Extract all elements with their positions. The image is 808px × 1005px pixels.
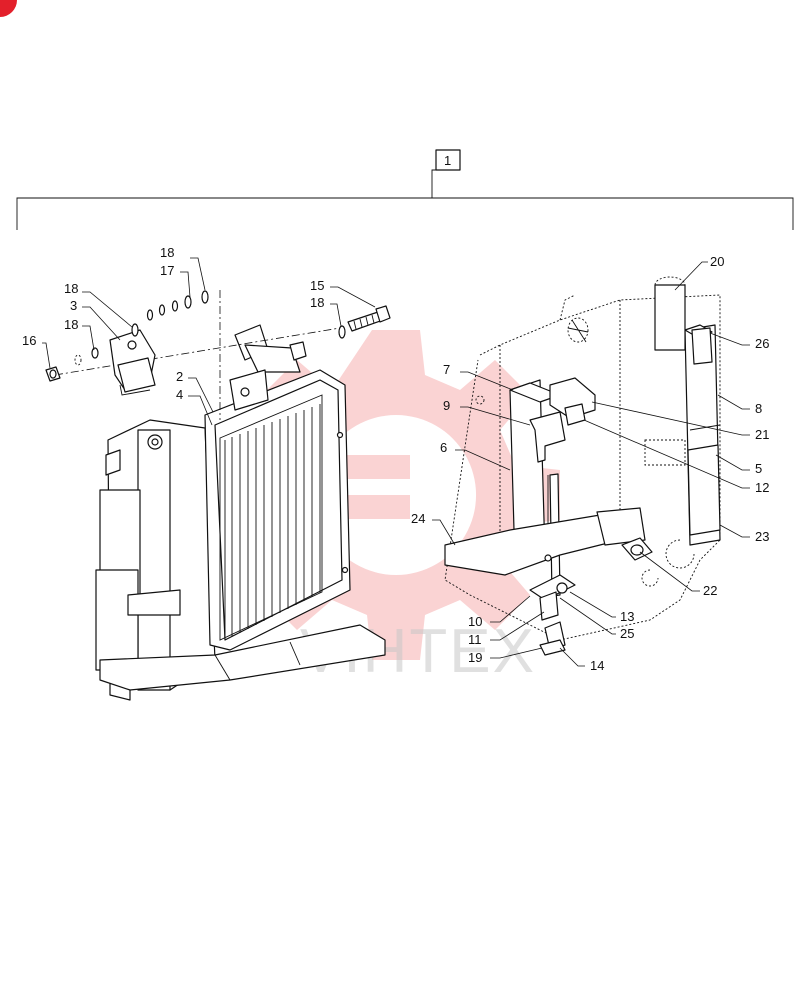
callout-4: 4 [176, 387, 183, 402]
callout-18d: 18 [310, 295, 324, 310]
centerline-left [54, 327, 341, 376]
callout-labels: 18 17 18 3 18 16 2 4 15 18 7 9 6 24 20 2… [22, 245, 769, 673]
radiator-fins [219, 394, 323, 641]
callout-13: 13 [620, 609, 634, 624]
callout-8: 8 [755, 401, 762, 416]
callout-12: 12 [755, 480, 769, 495]
callout-3: 3 [70, 298, 77, 313]
leader-lines [42, 257, 750, 667]
callout-5: 5 [755, 461, 762, 476]
callout-14: 14 [590, 658, 604, 673]
nut-16 [45, 366, 61, 382]
callout-16: 16 [22, 333, 36, 348]
callout-9: 9 [443, 398, 450, 413]
callout-18b: 18 [64, 281, 78, 296]
callout-2: 2 [176, 369, 183, 384]
callout-15: 15 [310, 278, 324, 293]
assembly-bracket: 1 [16, 149, 794, 230]
corner-mark [0, 0, 17, 17]
callout-21: 21 [755, 427, 769, 442]
callout-22: 22 [703, 583, 717, 598]
callout-19: 19 [468, 650, 482, 665]
callout-18a: 18 [160, 245, 174, 260]
washer-stack [74, 290, 209, 366]
clamp-bracket-3 [109, 329, 156, 396]
callout-20: 20 [710, 254, 724, 269]
frame-assembly [444, 276, 721, 656]
callout-11: 11 [468, 632, 482, 647]
callout-6: 6 [440, 440, 447, 455]
callout-25: 25 [620, 626, 634, 641]
callout-7: 7 [443, 362, 450, 377]
callout-23: 23 [755, 529, 769, 544]
callout-17: 17 [160, 263, 174, 278]
callout-26: 26 [755, 336, 769, 351]
assembly-ref-label: 1 [444, 153, 451, 168]
bolt-15 [338, 305, 391, 339]
callout-10: 10 [468, 614, 482, 629]
callout-24: 24 [411, 511, 425, 526]
callout-18c: 18 [64, 317, 78, 332]
radiator-assembly [95, 324, 386, 701]
